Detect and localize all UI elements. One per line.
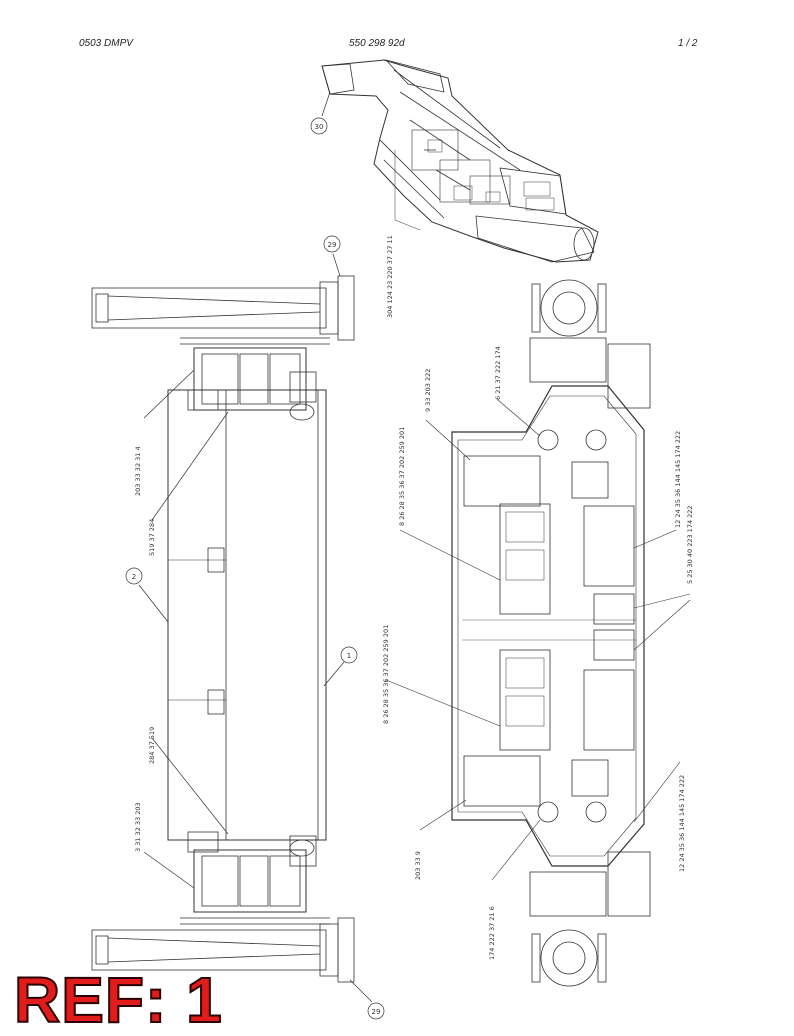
svg-text:2: 2 (132, 573, 136, 581)
callout-topview-items: 304 124 23 220 37 27 11 (386, 235, 394, 318)
svg-text:30: 30 (315, 123, 324, 131)
plan-view-hydraulic-frame (451, 279, 651, 987)
callout-labels: 304 124 23 220 37 27 11 203 33 32 31 4 5… (134, 235, 694, 960)
balloon-29-top: 29 (323, 235, 341, 277)
plan-leaders (385, 399, 691, 881)
callout-upper-small-items: 519 37 284 (148, 519, 156, 556)
balloon-30: 30 (310, 91, 331, 135)
svg-text:29: 29 (372, 1008, 381, 1016)
callout-9-lower-items: 203 33 9 (414, 851, 422, 880)
balloon-29-bottom: 29 (349, 979, 385, 1020)
callout-12-lower-items: 12 24 35 36 144 145 174 222 (678, 775, 686, 872)
callout-lower-small-items: 284 37 519 (148, 727, 156, 764)
header-page-number: 1 / 2 (678, 38, 698, 49)
side-elevation-view (91, 275, 355, 983)
balloon-2: 2 (125, 567, 169, 623)
item-balloons: 30 29 29 1 2 (125, 91, 385, 1020)
callout-5-items: 5 25 30 40 223 174 222 (686, 505, 694, 584)
isometric-assembly-view (321, 59, 599, 263)
callout-3-items: 3 31 32 33 203 (134, 802, 142, 852)
header-drawing-code: 0503 DMPV (79, 38, 133, 49)
balloon-1: 1 (323, 646, 358, 687)
svg-text:29: 29 (328, 241, 337, 249)
callout-12-upper-items: 12 24 35 36 144 145 174 222 (674, 431, 682, 528)
callout-9-upper-items: 9 33 203 222 (424, 369, 432, 412)
callout-6-upper-items: 6 21 37 222 174 (494, 346, 502, 400)
callout-8-upper-items: 8 26 28 35 36 37 202 259 201 (398, 427, 406, 526)
reference-stamp: REF: 1 (13, 964, 223, 1036)
callout-4-items: 203 33 32 31 4 (134, 446, 142, 496)
header-part-number: 550 298 92d (349, 38, 405, 49)
callout-8-lower-items: 8 26 28 35 36 37 202 259 201 (382, 625, 390, 724)
svg-text:1: 1 (347, 652, 351, 660)
callout-6-lower-items: 174 222 37 21 6 (488, 906, 496, 960)
